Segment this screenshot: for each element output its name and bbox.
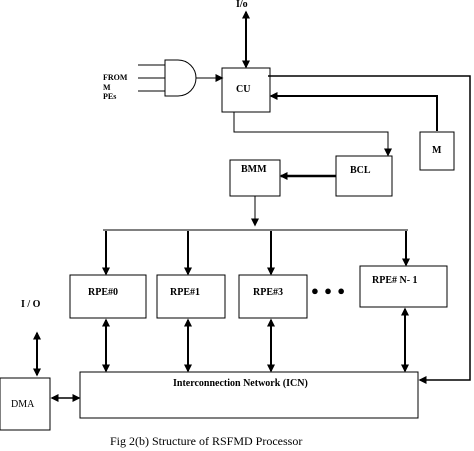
- icn-label: Interconnection Network (ICN): [173, 378, 308, 389]
- rpe3-label: RPE#3: [253, 287, 283, 298]
- m-to-cu-arrow: [269, 92, 438, 131]
- io-top-label: I/o: [236, 0, 248, 10]
- m-label: M: [432, 145, 442, 156]
- bmm-label: BMM: [241, 164, 267, 175]
- bcl-label: BCL: [350, 165, 371, 176]
- dma-block: [0, 377, 51, 431]
- rpe1-label: RPE#1: [170, 287, 200, 298]
- rpe3-block: [238, 274, 308, 319]
- rpe0-block: [69, 274, 147, 319]
- cu-label: CU: [236, 84, 251, 95]
- cu-to-bcl-arrow: [233, 112, 392, 157]
- icn-to-cu-feedback: [268, 75, 471, 384]
- rpe0-label: RPE#0: [88, 287, 118, 298]
- dma-label: DMA: [11, 399, 35, 410]
- cu-block: [221, 67, 271, 113]
- rpe1-block: [156, 274, 226, 319]
- io-left-label: I / O: [21, 299, 41, 310]
- bcl-block: [335, 155, 393, 197]
- from-label-line-1: FROM: [103, 73, 128, 82]
- m-block: [419, 131, 455, 171]
- figure-caption: Fig 2(b) Structure of RSFMD Processor: [110, 434, 303, 448]
- rpen-label: RPE# N- 1: [372, 275, 418, 286]
- from-label-line-3: PEs: [103, 92, 117, 101]
- and-gate: [164, 59, 197, 97]
- ellipsis-dots: ● ● ●: [311, 283, 347, 298]
- rpen-block: [359, 265, 448, 308]
- from-label-line-2: M: [103, 83, 111, 92]
